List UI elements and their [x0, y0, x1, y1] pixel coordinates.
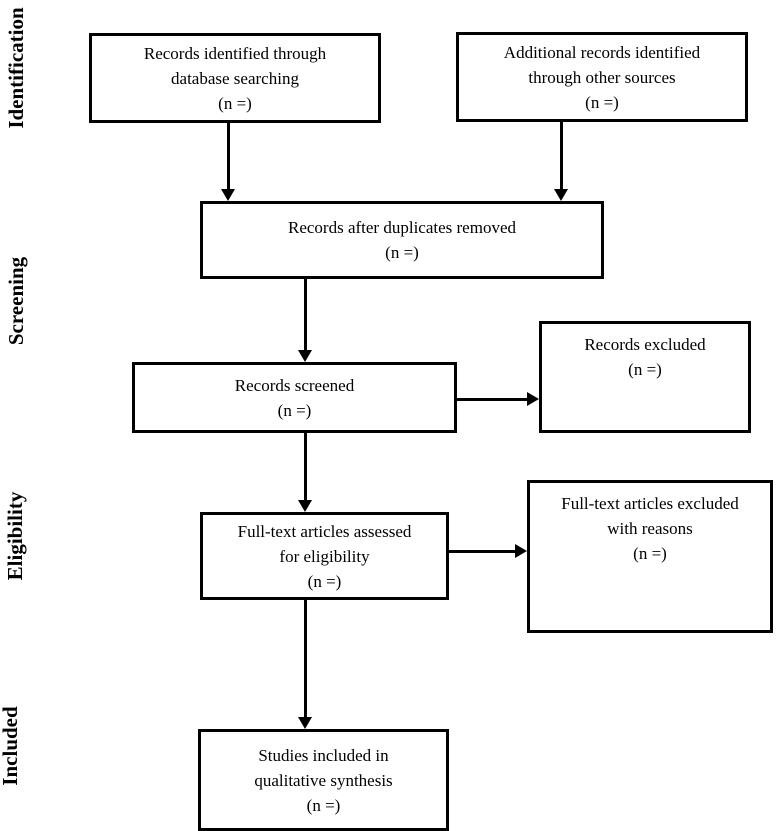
box-text-line: qualitative synthesis: [254, 770, 393, 790]
box-text-line: Additional records identified: [503, 42, 701, 62]
box-count-placeholder: (n =): [218, 93, 252, 113]
box-records-screened: Records screened (n =): [132, 362, 457, 433]
arrow-screened-to-fulltext-line: [304, 433, 307, 501]
box-text-line: Studies included in: [258, 745, 389, 765]
box-records-after-duplicates: Records after duplicates removed (n =): [200, 201, 604, 279]
box-text-line: with reasons: [607, 519, 693, 538]
box-count-placeholder: (n =): [633, 544, 667, 563]
box-count-placeholder: (n =): [585, 92, 619, 112]
box-text-line: Records excluded: [584, 335, 706, 354]
arrow-database-to-duplicates-head: [221, 189, 235, 201]
stage-label-eligibility: Eligibility: [3, 491, 27, 581]
box-count-placeholder: (n =): [628, 360, 662, 379]
arrow-other-to-duplicates-head: [554, 189, 568, 201]
box-fulltext-excluded: Full-text articles excluded with reasons…: [527, 480, 773, 633]
box-count-placeholder: (n =): [385, 243, 419, 262]
arrow-fulltext-to-studies-line: [304, 600, 307, 718]
box-text-line: Full-text articles assessed: [237, 521, 412, 541]
box-records-excluded: Records excluded (n =): [539, 321, 751, 433]
stage-label-screening: Screening: [4, 256, 28, 346]
box-text-line: Records screened: [234, 375, 355, 395]
arrow-screened-to-excluded-line: [457, 398, 528, 401]
box-records-identified-database: Records identified through database sear…: [89, 33, 381, 123]
box-text-line: through other sources: [528, 67, 676, 87]
arrow-duplicates-to-screened-head: [298, 350, 312, 362]
arrow-duplicates-to-screened-line: [304, 279, 307, 351]
box-fulltext-assessed: Full-text articles assessed for eligibil…: [200, 512, 449, 600]
box-records-identified-other: Additional records identified through ot…: [456, 32, 748, 122]
arrow-screened-to-fulltext-head: [298, 500, 312, 512]
box-count-placeholder: (n =): [306, 795, 341, 815]
arrow-fulltext-to-studies-head: [298, 717, 312, 729]
box-text-line: database searching: [171, 68, 299, 88]
stage-label-identification: Identification: [4, 7, 28, 129]
arrow-other-to-duplicates-line: [560, 122, 563, 191]
box-text-line: Records after duplicates removed: [288, 218, 516, 237]
box-studies-included: Studies included in qualitative synthesi…: [198, 729, 449, 831]
arrow-screened-to-excluded-head: [527, 392, 539, 406]
arrow-database-to-duplicates-line: [227, 123, 230, 191]
stage-label-included: Included: [0, 706, 22, 786]
box-count-placeholder: (n =): [277, 400, 312, 420]
box-text-line: Full-text articles excluded: [561, 494, 739, 513]
arrow-fulltext-to-ftexcluded-line: [449, 550, 515, 553]
box-text-line: for eligibility: [279, 546, 370, 566]
box-text-line: Records identified through: [143, 43, 327, 63]
box-count-placeholder: (n =): [307, 571, 342, 591]
arrow-fulltext-to-ftexcluded-head: [515, 544, 527, 558]
